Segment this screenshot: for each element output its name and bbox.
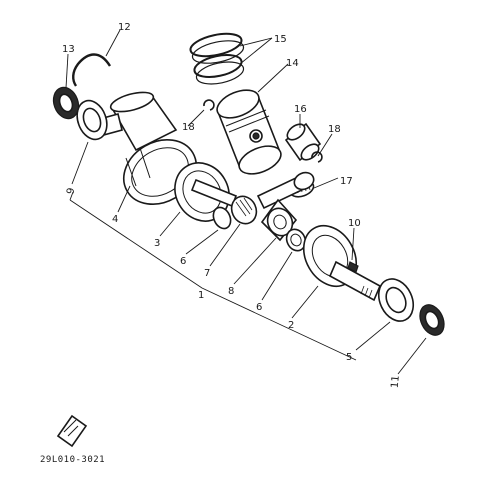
callout-12: 12	[118, 22, 131, 33]
leader-lines	[65, 29, 427, 375]
piston-rings	[189, 32, 245, 85]
callout-2: 2	[288, 320, 294, 331]
piston	[216, 89, 282, 175]
right-bearing	[377, 278, 415, 322]
callout-8: 8	[228, 286, 234, 297]
callout-11: 11	[390, 375, 402, 389]
callout-15: 15	[274, 34, 287, 45]
left-crank-assembly	[52, 86, 238, 222]
right-oil-seal	[419, 304, 445, 336]
callout-labels: 12 13 15 14 16 18 18 17 9 4 3 6 7 1 8 6 …	[62, 22, 402, 389]
callout-14: 14	[286, 58, 299, 69]
callout-18-left: 18	[182, 122, 195, 133]
spring-clip	[72, 53, 112, 87]
callout-18-right: 18	[328, 124, 341, 135]
callout-4: 4	[112, 214, 118, 225]
callout-6-right: 6	[256, 302, 262, 313]
piston-pin	[284, 122, 322, 162]
figure-stamp-icon	[56, 414, 88, 448]
thrust-washers	[212, 206, 307, 252]
callout-1: 1	[198, 290, 204, 301]
callout-13: 13	[62, 44, 75, 55]
big-end-bearing	[230, 195, 258, 225]
callout-17: 17	[340, 176, 353, 187]
figure-code: 29L010-3021	[40, 455, 105, 465]
callout-16: 16	[294, 104, 307, 115]
callout-9: 9	[65, 187, 77, 195]
callout-10: 10	[348, 218, 361, 229]
connecting-rod	[256, 171, 315, 242]
callout-7: 7	[204, 268, 210, 279]
right-crank-assembly	[302, 225, 382, 302]
callout-5: 5	[346, 352, 352, 363]
callout-3: 3	[154, 238, 160, 249]
callout-6-left: 6	[180, 256, 186, 267]
